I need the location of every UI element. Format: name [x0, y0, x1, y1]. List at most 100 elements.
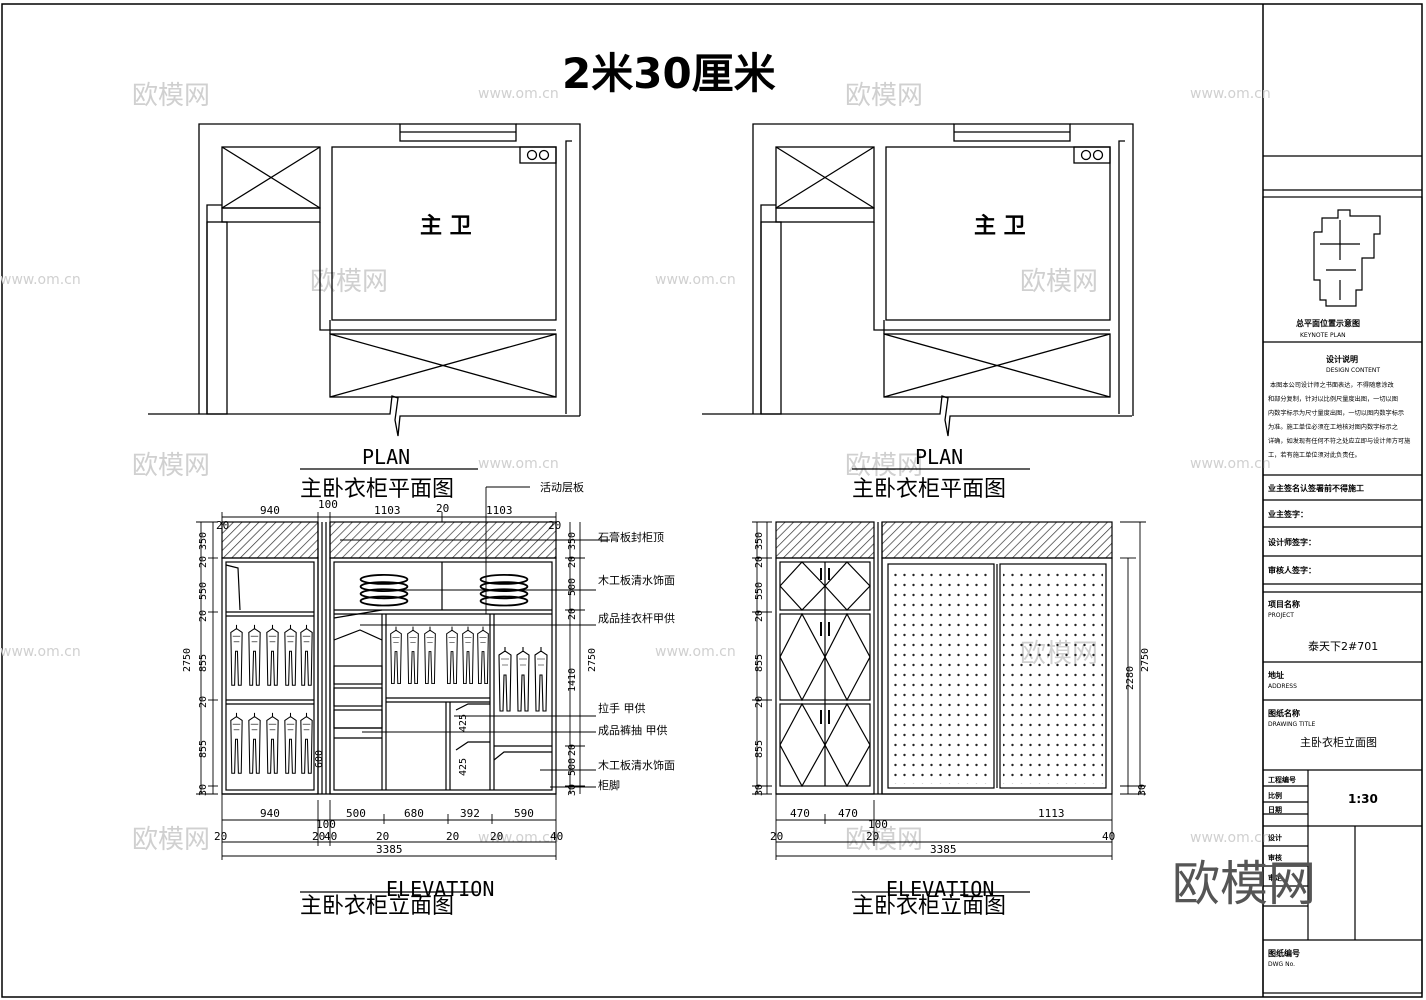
plan-left	[148, 123, 581, 437]
footer-label-en: DWG No.	[1268, 961, 1295, 968]
callout-label: 拉手 甲供	[598, 701, 646, 715]
watermark-url: www.om.cn	[0, 272, 81, 288]
dim-label: 20	[376, 830, 389, 843]
dim-label: 100	[868, 818, 888, 831]
watermark-logo: 欧模网	[1172, 856, 1316, 912]
note-line: 详确，如发现有任何不符之处应立即与设计师方可施	[1268, 437, 1410, 445]
dim-label: 392	[460, 807, 480, 820]
dim-label: 2750	[587, 648, 598, 672]
drawing-name: 主卧衣柜立面图	[1300, 735, 1377, 749]
dim-label: 2280	[1125, 666, 1136, 690]
dim-label: 20	[567, 608, 578, 620]
watermark-url: www.om.cn	[478, 86, 559, 102]
dim-label: 30	[754, 784, 765, 796]
dim-label: 30	[198, 784, 209, 796]
footer-label: 图纸编号	[1268, 948, 1300, 958]
title-block-text: 总平面位置示意图 KEYNOTE PLAN 设计说明 DESIGN CONTEN…	[1268, 318, 1410, 968]
watermark-brand: 欧模网	[845, 825, 923, 855]
dim-label: 550	[754, 582, 765, 600]
watermark-url: www.om.cn	[1190, 456, 1271, 472]
dim-label: 40	[1102, 830, 1115, 843]
elevation-caption-en: ELEVATION	[886, 877, 994, 901]
watermark-brand: 欧模网	[845, 451, 923, 481]
dim-label: 20	[490, 830, 503, 843]
callout-label: 木工板清水饰面	[598, 573, 675, 587]
elev-left-dims	[196, 486, 610, 860]
note-line: 为准。施工单位必须在工地核对图内数字标示之	[1268, 423, 1398, 431]
dim-label: 500	[567, 578, 578, 596]
dim-label: 550	[198, 582, 209, 600]
callout-label: 石膏板封柜顶	[598, 530, 664, 544]
dim-label: 1103	[486, 504, 513, 517]
dim-label: 20	[198, 696, 209, 708]
watermark-url: www.om.cn	[1190, 86, 1271, 102]
dim-label: 20	[754, 556, 765, 568]
elev-left-dim-labels: 940 1103 1103 20 20 20 100 940 500 680 3…	[214, 498, 563, 901]
reviewer-sign: 审核人签字：	[1268, 565, 1316, 575]
plan-right	[702, 123, 1134, 437]
dim-label: 20	[214, 830, 227, 843]
dim-label: 40	[324, 830, 337, 843]
watermark-url: www.om.cn	[655, 272, 736, 288]
dim-label: 40	[550, 830, 563, 843]
elevation-caption-cn: 主卧衣柜立面图	[852, 894, 1006, 919]
dim-label: 20	[754, 696, 765, 708]
watermark-brand: 欧模网	[310, 267, 388, 297]
dim-label: 20	[198, 610, 209, 622]
dim-label: 350	[198, 532, 209, 550]
note-line: 本图本公司设计师之书面表达，不得随意涂改	[1270, 381, 1394, 389]
callout-label: 成品裤抽 甲供	[598, 723, 668, 737]
elevation-caption-cn: 主卧衣柜立面图	[300, 894, 454, 919]
row-label: 工程编号	[1268, 775, 1296, 784]
dim-label: 680	[404, 807, 424, 820]
dim-label: 20	[567, 556, 578, 568]
owner-sign: 业主签字：	[1268, 509, 1308, 519]
note-title: 设计说明	[1326, 354, 1358, 364]
dim-label: 20	[548, 519, 561, 532]
dim-label: 2750	[182, 648, 193, 672]
dim-label: 855	[754, 654, 765, 672]
watermark-url: www.om.cn	[478, 456, 559, 472]
dim-total: 3385	[930, 843, 957, 856]
dim-label: 20	[754, 610, 765, 622]
dim-label: 20	[436, 502, 449, 515]
dim-label: 1103	[374, 504, 401, 517]
dim-label: 590	[514, 807, 534, 820]
dim-label: 30	[567, 784, 578, 796]
address-label: 地址	[1268, 670, 1284, 680]
callout-label: 成品挂衣杆甲供	[598, 611, 675, 625]
dim-total: 3385	[376, 843, 403, 856]
elev-right-dim-labels: 470 470 1113 20 20 40 100 3385 ELEVATION	[770, 807, 1115, 901]
dim-label: 20	[216, 519, 229, 532]
note-line: 工，若有施工单位须对此负责任。	[1268, 451, 1361, 459]
watermark-brand: 欧模网	[132, 81, 210, 111]
dim-label: 855	[754, 740, 765, 758]
dim-label: 855	[198, 740, 209, 758]
project-name-label-en: PROJECT	[1268, 612, 1294, 619]
dim-label: 20	[770, 830, 783, 843]
dim-label: 20	[312, 830, 325, 843]
designer-sign: 设计师签字：	[1268, 537, 1316, 547]
scale-value: 1:30	[1348, 792, 1378, 806]
callout-label: 木工板清水饰面	[598, 758, 675, 772]
elev-left-callouts: 活动层板 石膏板封柜顶 木工板清水饰面 成品挂衣杆甲供 拉手 甲供 成品裤抽 甲…	[540, 480, 675, 792]
plan-caption-en: PLAN	[362, 445, 410, 469]
callout-label: 柜脚	[598, 778, 620, 792]
dim-label: 500	[567, 758, 578, 776]
row-label: 日期	[1268, 805, 1282, 814]
plan-caption-en: PLAN	[915, 445, 963, 469]
dim-label: 600	[314, 750, 325, 768]
elevation-left	[221, 521, 557, 795]
row-label: 设计	[1268, 833, 1282, 842]
row-label: 审核	[1268, 853, 1282, 862]
dim-label: 100	[316, 818, 336, 831]
dim-label: 100	[318, 498, 338, 511]
dim-label: 470	[838, 807, 858, 820]
project-name-label: 项目名称	[1268, 599, 1300, 609]
watermark-layer: 欧模网 www.om.cn 欧模网 www.om.cn www.om.cn 欧模…	[0, 81, 1271, 855]
watermark-url: www.om.cn	[0, 644, 81, 660]
dim-label: 855	[198, 654, 209, 672]
dim-label: 350	[567, 532, 578, 550]
elev-right-vertical-dims: 350 20 550 20 855 20 855 30 2280 2750 30	[754, 532, 1151, 796]
